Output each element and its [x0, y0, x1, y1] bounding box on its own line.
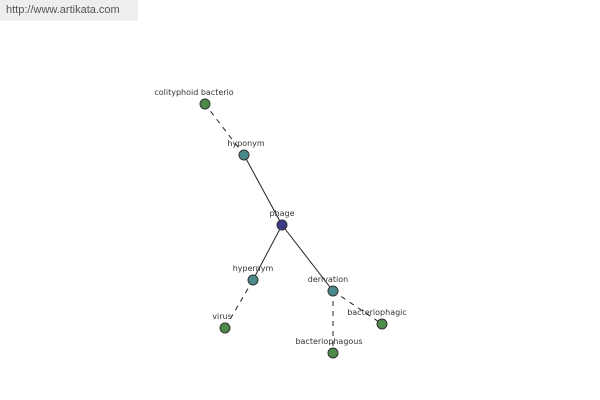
- node-hypernym[interactable]: [247, 274, 259, 286]
- node-bacteriophagous[interactable]: [327, 347, 339, 359]
- node-label-virus: virus: [212, 312, 231, 321]
- node-label-hyponym: hyponym: [227, 139, 265, 148]
- edge-phage-hypernym: [252, 224, 283, 281]
- node-virus[interactable]: [219, 322, 231, 334]
- edge-phage-derivation: [281, 224, 334, 292]
- edge-layer: [204, 103, 383, 353]
- label-layer: phage hyponym hypernym derivation colityphoi…: [154, 88, 406, 346]
- node-label-derivation: derivation: [308, 275, 348, 284]
- node-layer: [199, 98, 388, 359]
- node-bacteriophagic[interactable]: [376, 318, 388, 330]
- edge-phage-hyponym: [243, 154, 283, 226]
- node-phage[interactable]: [276, 219, 288, 231]
- node-label-hypernym: hypernym: [233, 264, 274, 273]
- node-label-bacteriophagous: bacteriophagous: [295, 337, 362, 346]
- node-colityphoid[interactable]: [199, 98, 211, 110]
- edge-hyponym-colityphoid: [204, 103, 245, 156]
- node-hyponym[interactable]: [238, 149, 250, 161]
- node-label-colityphoid: colityphoid bacterio: [154, 88, 233, 97]
- watermark-url: http://www.artikata.com: [0, 0, 138, 21]
- node-label-phage: phage: [269, 209, 294, 218]
- node-derivation[interactable]: [327, 285, 339, 297]
- node-label-bacteriophagic: bacteriophagic: [347, 308, 407, 317]
